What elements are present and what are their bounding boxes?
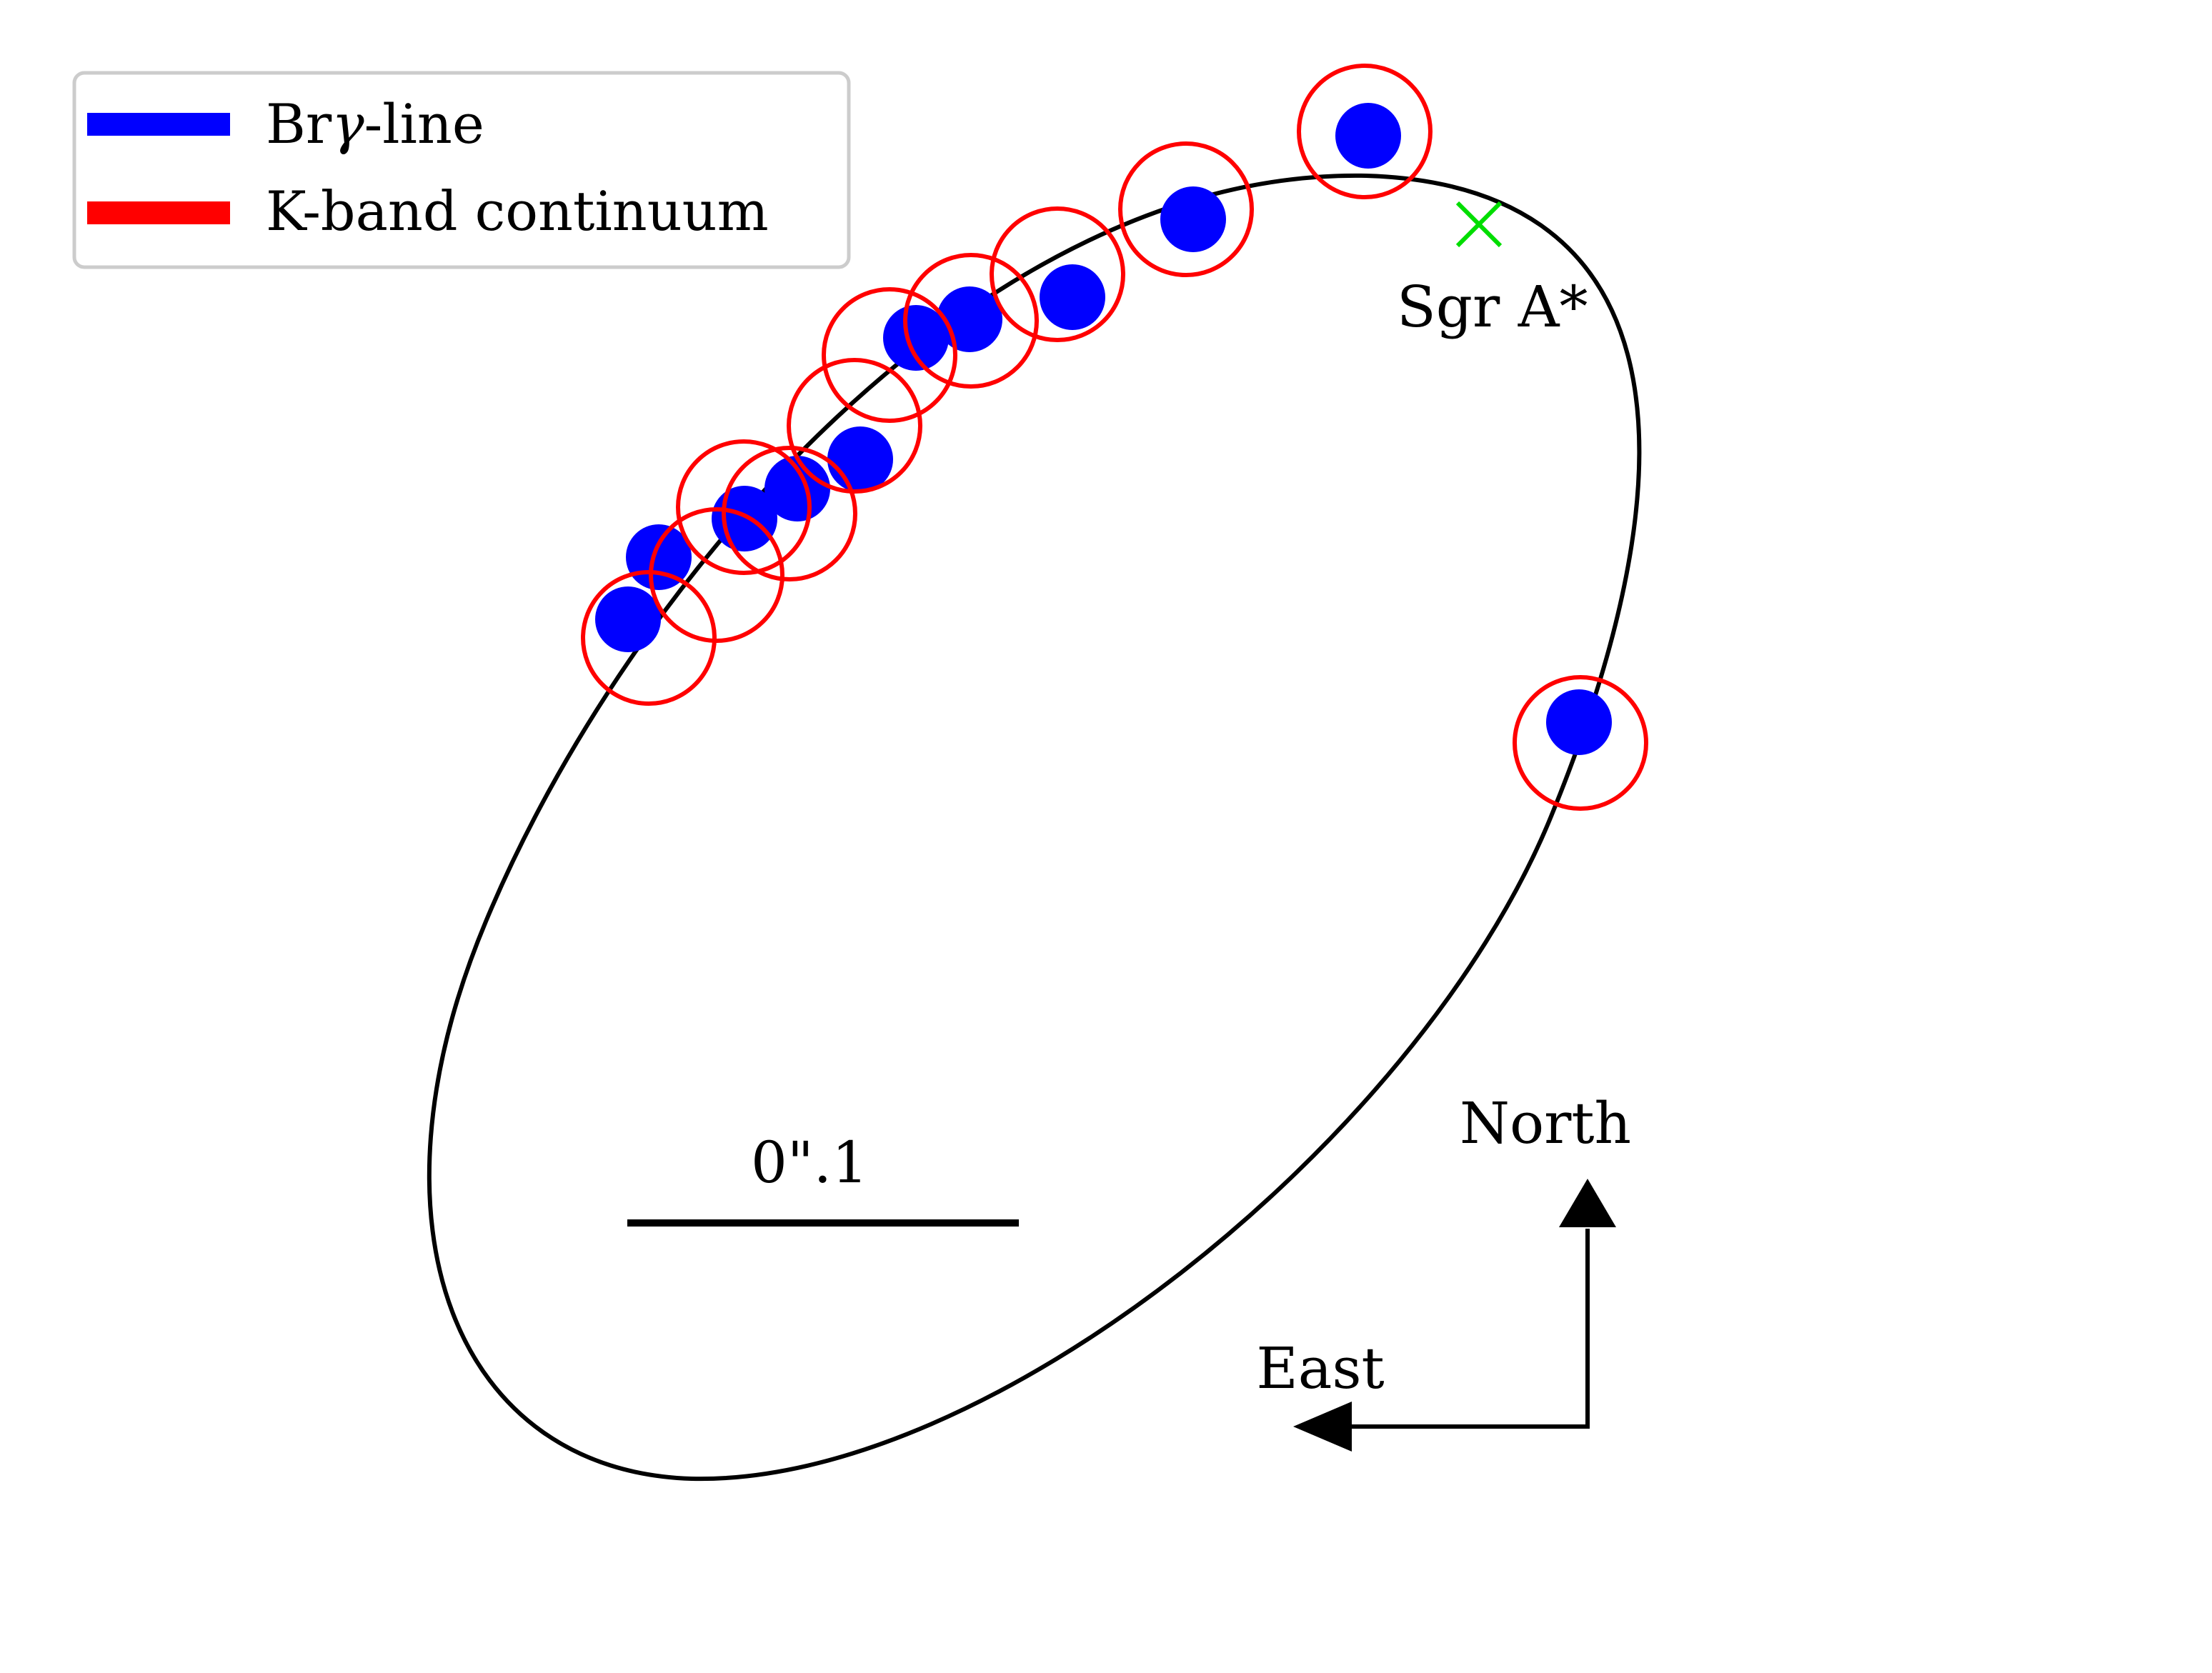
- continuum-point-2: [649, 507, 784, 643]
- bry-point-11: [1546, 689, 1612, 755]
- bry-point-8: [1040, 264, 1105, 330]
- sgr-a-marker: [1455, 201, 1503, 248]
- bry-point-5: [827, 426, 893, 492]
- legend: Brγ-line K-band continuum: [72, 71, 851, 269]
- continuum-point-11: [1513, 675, 1648, 811]
- bry-point-4: [764, 456, 830, 521]
- continuum-point-7: [903, 253, 1039, 389]
- east-arrow-head: [1293, 1402, 1352, 1452]
- legend-label-bry-suffix: -line: [364, 92, 484, 156]
- bry-point-1: [595, 586, 661, 652]
- legend-label-bry-prefix: Br: [266, 92, 332, 156]
- continuum-point-4: [722, 446, 857, 581]
- legend-box: [72, 71, 851, 269]
- legend-swatch-bry: [87, 113, 230, 136]
- bry-point-10: [1335, 103, 1401, 169]
- north-arrow-head: [1559, 1179, 1616, 1227]
- continuum-point-1: [581, 570, 717, 706]
- compass-lines: [1343, 1229, 1590, 1429]
- legend-label-bry: Brγ-line: [266, 92, 484, 156]
- scale-bar-label: 0".1: [751, 1129, 868, 1196]
- continuum-point-6: [822, 287, 957, 423]
- continuum-points-group: [581, 64, 1648, 811]
- orbit-ellipse: [427, 173, 1642, 1482]
- sgr-a-label: Sgr A*: [1397, 274, 1588, 340]
- continuum-point-9: [1118, 141, 1254, 277]
- north-label: North: [1460, 1090, 1631, 1157]
- sgr-a-cross-stroke-2: [1455, 201, 1503, 248]
- legend-label-continuum: K-band continuum: [266, 179, 769, 243]
- bry-point-6: [883, 305, 949, 371]
- continuum-point-3: [676, 439, 812, 575]
- legend-label-bry-symbol: γ: [332, 92, 364, 156]
- bry-point-9: [1160, 186, 1226, 252]
- compass: [1293, 1179, 1616, 1452]
- legend-swatch-continuum: [87, 201, 230, 224]
- east-label: East: [1256, 1335, 1384, 1402]
- continuum-point-8: [990, 206, 1125, 342]
- continuum-point-5: [787, 358, 922, 494]
- continuum-point-10: [1297, 64, 1433, 199]
